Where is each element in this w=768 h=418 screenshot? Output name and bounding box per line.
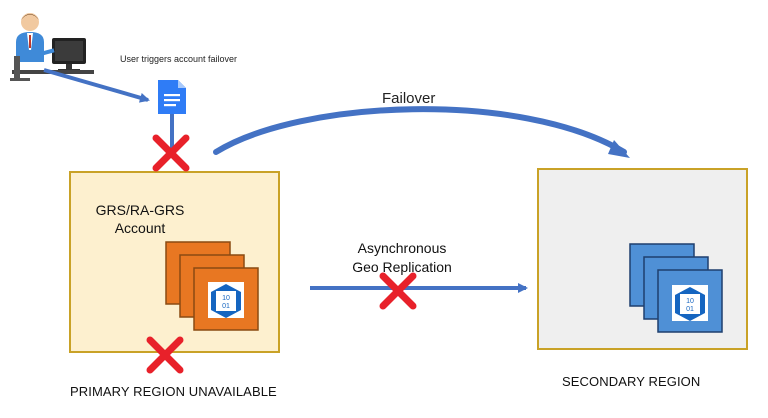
failover-label: Failover	[382, 90, 436, 107]
secondary-blob-icon	[672, 285, 708, 321]
failure-x-icon-bottom	[146, 336, 184, 374]
async-label-line1: Asynchronous	[357, 240, 447, 256]
secondary-blob-text-2: 01	[686, 306, 694, 313]
secondary-region-label: SECONDARY REGION	[562, 374, 701, 389]
primary-blob-icon	[208, 282, 244, 318]
document-icon	[158, 80, 186, 114]
async-replication-label: Asynchronous Geo Replication	[330, 239, 474, 277]
primary-blob-text-1: 10	[222, 295, 230, 302]
user-to-document-arrow	[43, 68, 150, 103]
user-caption: User triggers account failover	[120, 54, 238, 64]
account-label-line2: Account	[114, 220, 166, 236]
failure-x-icon-top	[152, 134, 190, 172]
failover-arrowhead	[608, 140, 630, 158]
failure-x-icon-replication	[379, 272, 417, 310]
account-label-line1: GRS/RA-GRS	[95, 202, 185, 218]
async-label-line2: Geo Replication	[352, 259, 452, 275]
primary-region-label: PRIMARY REGION UNAVAILABLE	[70, 384, 277, 399]
failover-arrow	[213, 106, 627, 155]
secondary-blob-text-1: 10	[686, 298, 694, 305]
primary-blob-text-2: 01	[222, 303, 230, 310]
account-label: GRS/RA-GRS Account	[80, 201, 200, 237]
